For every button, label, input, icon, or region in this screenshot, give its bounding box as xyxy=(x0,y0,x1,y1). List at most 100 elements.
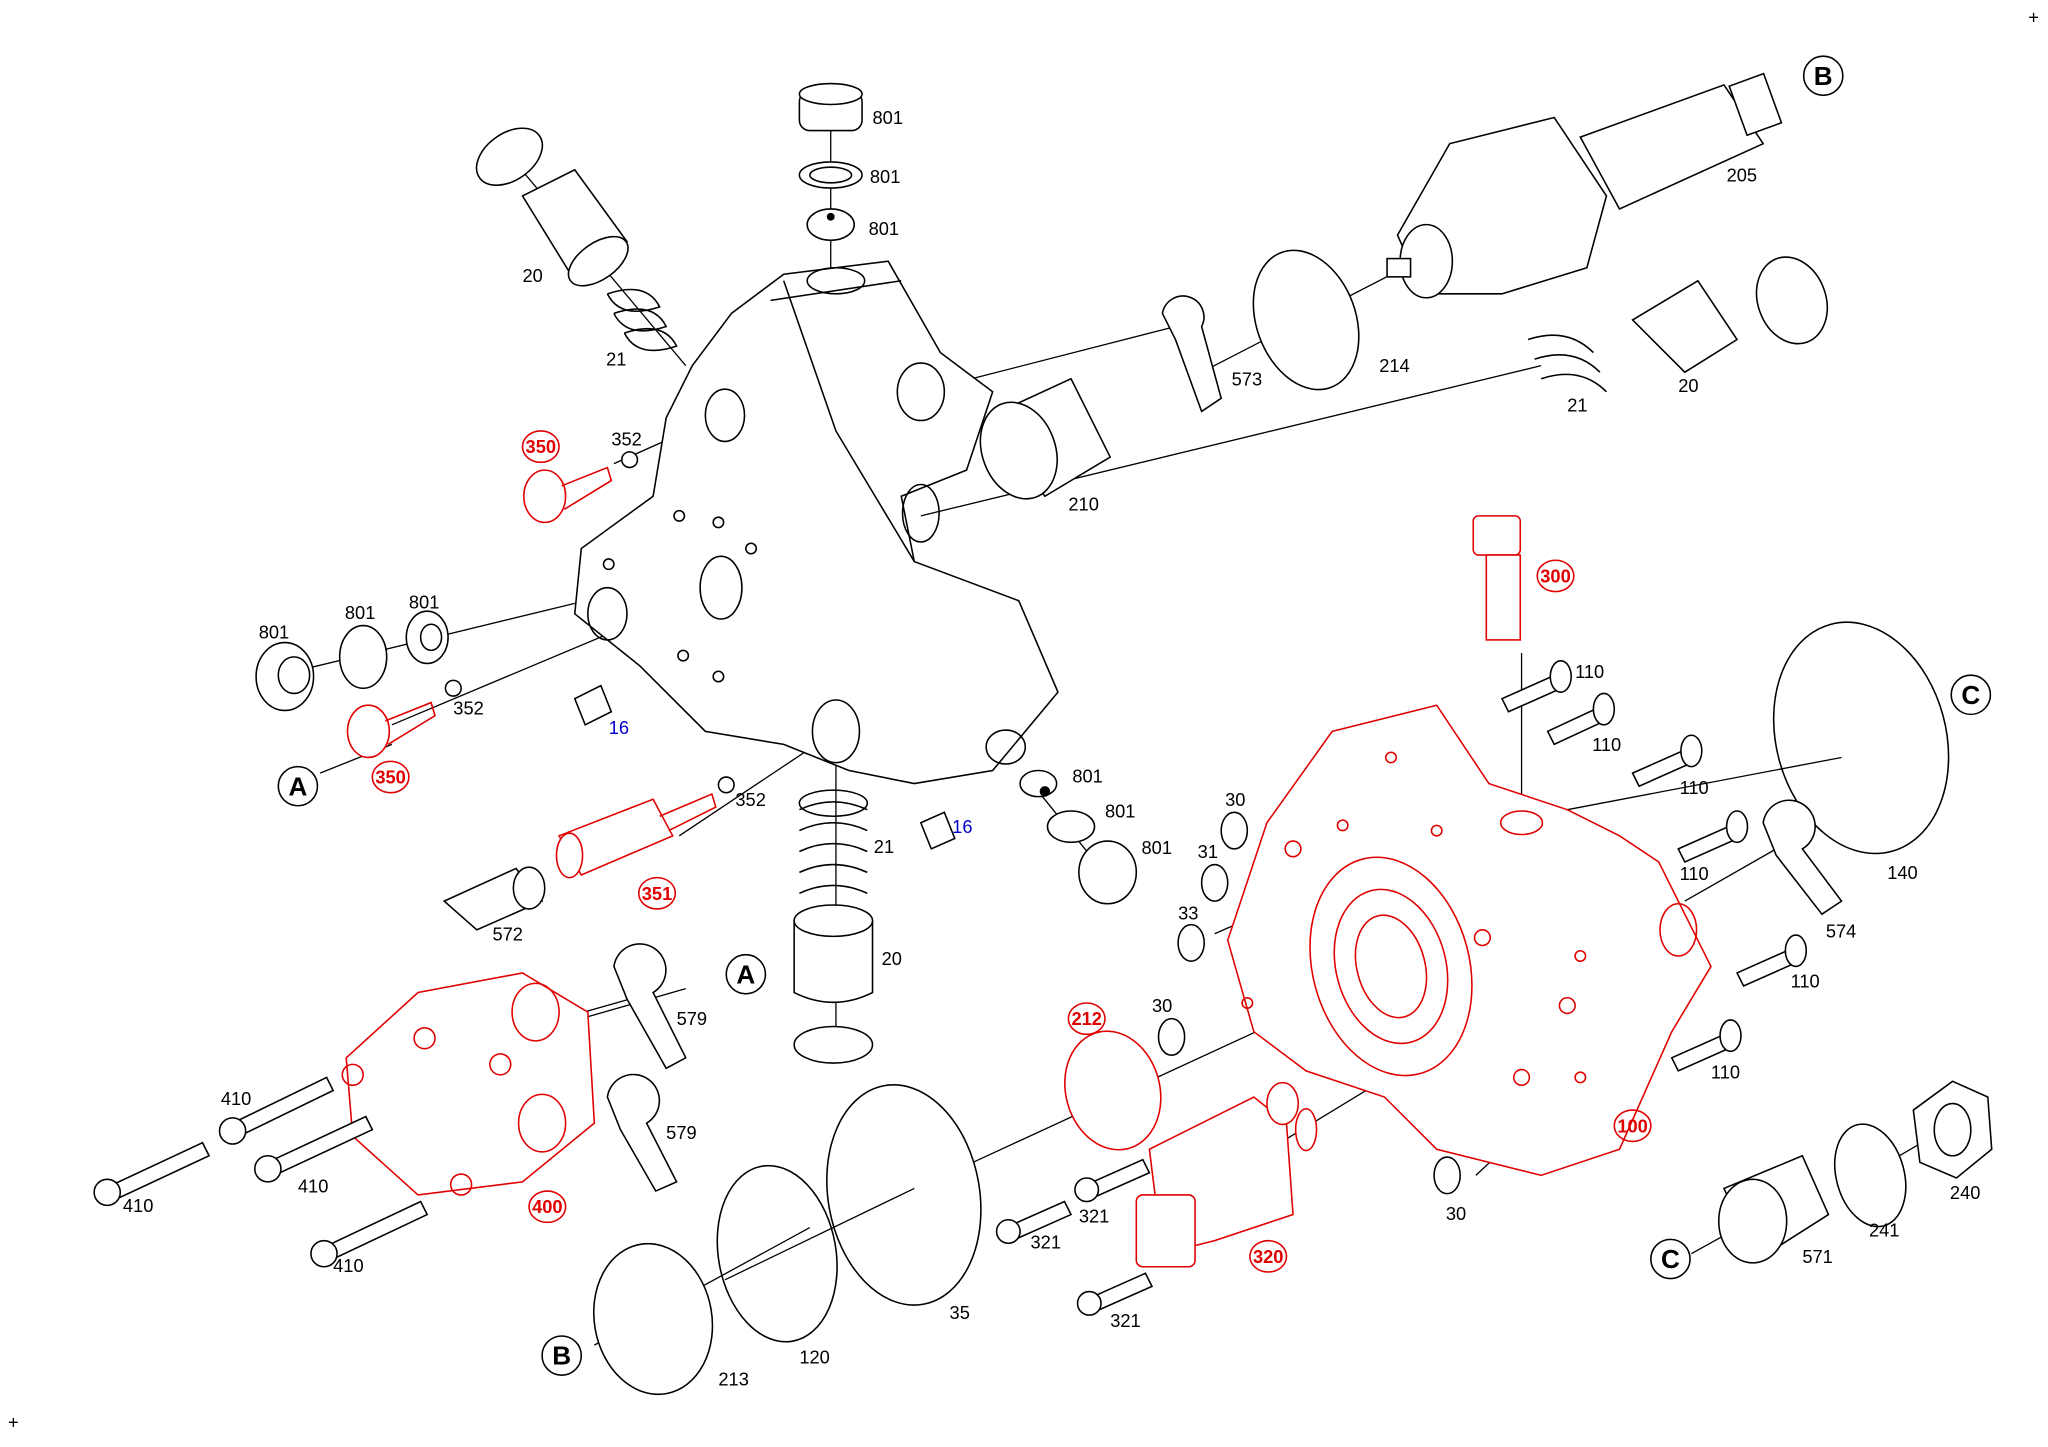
label: 801 xyxy=(873,107,903,128)
label: 21 xyxy=(606,349,626,370)
label: 321 xyxy=(1031,1231,1061,1252)
red-callout: 351 xyxy=(637,876,677,910)
label: 210 xyxy=(1068,494,1098,515)
label: 241 xyxy=(1869,1220,1899,1241)
reference-labels: 16 16 xyxy=(609,717,973,837)
highlight-labels: 350 350 351 300 212 100 400 320 xyxy=(371,430,1652,1273)
label: 573 xyxy=(1232,368,1262,389)
label: 410 xyxy=(123,1195,153,1216)
label: 120 xyxy=(799,1346,829,1367)
label: 110 xyxy=(1791,970,1820,991)
right-plugs xyxy=(1019,769,1138,905)
label: 579 xyxy=(666,1122,696,1143)
label: 574 xyxy=(1826,921,1856,942)
label: 801 xyxy=(869,218,899,239)
svg-text:B: B xyxy=(1814,61,1833,91)
red-callout: 320 xyxy=(1249,1239,1288,1273)
valves-red xyxy=(346,466,717,879)
label: 410 xyxy=(333,1255,363,1276)
svg-text:B: B xyxy=(552,1341,571,1371)
label: 240 xyxy=(1950,1182,1980,1203)
svg-text:100: 100 xyxy=(1617,1115,1647,1136)
label: 801 xyxy=(870,166,900,187)
label: 35 xyxy=(950,1302,970,1323)
label: 30 xyxy=(1225,789,1245,810)
red-callout: 400 xyxy=(528,1190,567,1224)
label: 321 xyxy=(1079,1205,1109,1226)
label: 352 xyxy=(735,789,765,810)
label: 214 xyxy=(1379,355,1409,376)
label: 352 xyxy=(453,697,483,718)
label: 579 xyxy=(677,1008,707,1029)
svg-text:351: 351 xyxy=(642,883,672,904)
svg-text:A: A xyxy=(288,771,307,801)
label: 21 xyxy=(1567,394,1587,415)
label: 140 xyxy=(1887,862,1917,883)
red-callout: 100 xyxy=(1613,1109,1652,1143)
svg-text:350: 350 xyxy=(526,436,556,457)
label: 110 xyxy=(1711,1062,1740,1083)
red-callout: 300 xyxy=(1536,559,1575,593)
pressure-sensor-205 xyxy=(979,72,1829,500)
label-blue: 16 xyxy=(952,816,972,837)
label: 110 xyxy=(1592,734,1621,755)
part-572-end xyxy=(512,866,546,910)
svg-text:400: 400 xyxy=(532,1196,562,1217)
label: 33 xyxy=(1178,902,1198,923)
label: 110 xyxy=(1680,863,1709,884)
pump-housing xyxy=(573,260,1059,785)
label: 31 xyxy=(1198,841,1218,862)
svg-text:350: 350 xyxy=(375,767,405,788)
label: 20 xyxy=(882,948,902,969)
label: 410 xyxy=(298,1175,328,1196)
left-plugs xyxy=(255,451,956,850)
corner-mark: + xyxy=(8,1412,19,1433)
label: 571 xyxy=(1802,1246,1832,1267)
red-callout: 212 xyxy=(1067,1002,1106,1036)
label: 20 xyxy=(523,265,543,286)
label: 801 xyxy=(1072,765,1102,786)
tappet-and-spring-lower xyxy=(793,789,874,1064)
connector-a: A xyxy=(277,765,319,807)
label: 410 xyxy=(221,1088,251,1109)
label: 30 xyxy=(1446,1203,1466,1224)
svg-text:A: A xyxy=(736,959,755,989)
svg-text:320: 320 xyxy=(1253,1246,1283,1267)
svg-text:C: C xyxy=(1661,1244,1680,1274)
metering-unit-320 xyxy=(1135,1081,1318,1268)
label: 801 xyxy=(1142,837,1172,858)
connector-c: C xyxy=(1650,1238,1691,1280)
red-callout: 350 xyxy=(371,760,410,794)
svg-text:C: C xyxy=(1961,680,1980,710)
svg-text:300: 300 xyxy=(1540,565,1570,586)
red-callout: 350 xyxy=(521,430,560,464)
red-housing-100 xyxy=(1226,704,1712,1177)
svg-text:212: 212 xyxy=(1071,1008,1101,1029)
connector-b: B xyxy=(1802,55,1844,97)
label-blue: 16 xyxy=(609,717,629,738)
connector-markers: B A A C B C xyxy=(277,55,1992,1376)
connector-c: C xyxy=(1950,674,1992,716)
label: 110 xyxy=(1575,661,1604,682)
part-labels: 801 801 801 20 21 352 801 801 801 352 35… xyxy=(123,107,1981,1390)
label: 213 xyxy=(718,1369,748,1390)
label: 801 xyxy=(1105,801,1135,822)
label: 21 xyxy=(874,836,894,857)
label: 801 xyxy=(345,602,375,623)
bolts-and-rings xyxy=(93,621,1993,1396)
valve-300 xyxy=(1472,515,1522,641)
label: 205 xyxy=(1727,165,1757,186)
label: 801 xyxy=(259,622,289,643)
gasket-212 xyxy=(1064,1030,1162,1151)
connector-a: A xyxy=(725,953,767,995)
label: 801 xyxy=(409,592,439,613)
tappet-and-spring-upper xyxy=(475,127,678,352)
label: 20 xyxy=(1678,375,1698,396)
plug-stack xyxy=(798,82,863,242)
feed-pump-400 xyxy=(341,972,596,1196)
label: 352 xyxy=(611,428,641,449)
connector-b: B xyxy=(541,1335,583,1376)
corner-mark: + xyxy=(2028,7,2039,28)
label: 321 xyxy=(1110,1310,1140,1331)
